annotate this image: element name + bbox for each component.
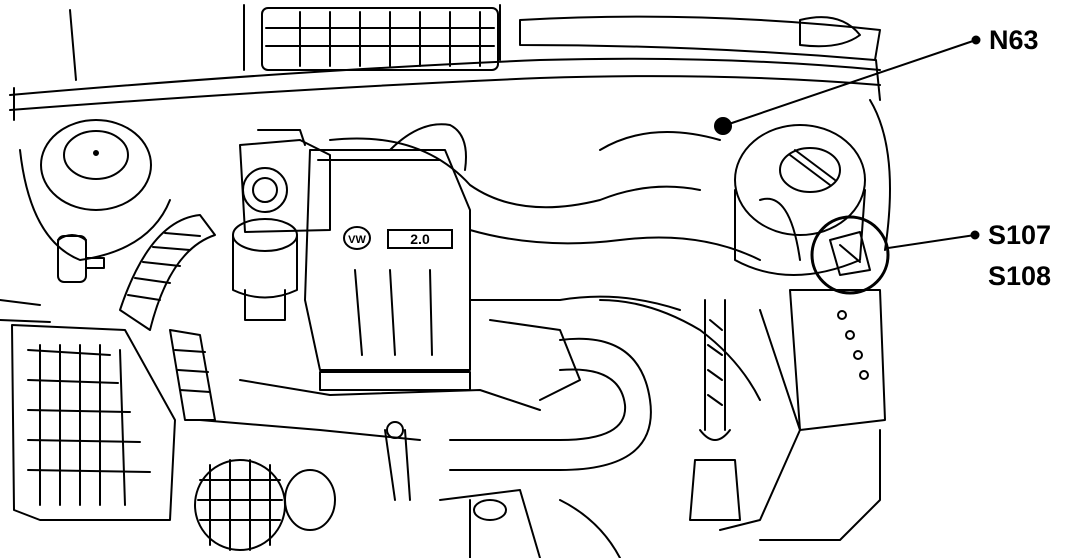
throttle-body bbox=[239, 129, 331, 233]
oil-filler-cap bbox=[232, 218, 298, 321]
battery-area bbox=[719, 99, 891, 541]
alternator bbox=[194, 459, 336, 551]
lower-components bbox=[384, 421, 621, 558]
callout-n63: N63 bbox=[989, 25, 1039, 55]
vw-emblem: VW bbox=[343, 226, 371, 250]
callout-s108: S108 bbox=[988, 261, 1052, 291]
s107-s108-leader bbox=[810, 215, 980, 295]
washer-reservoir bbox=[57, 234, 105, 283]
vw-logo-text: VW bbox=[348, 234, 366, 246]
air-filter-housing bbox=[11, 324, 176, 521]
engine-badge: 2.0 bbox=[387, 229, 453, 249]
callout-s107: S107 bbox=[988, 220, 1052, 250]
strut-tower bbox=[19, 119, 171, 261]
cowl-panel bbox=[0, 4, 881, 323]
coolant-hose bbox=[449, 337, 652, 471]
vertical-hoses bbox=[689, 299, 741, 521]
intake-grille bbox=[261, 7, 499, 71]
expansion-tank bbox=[734, 124, 866, 276]
intake-hose bbox=[119, 214, 216, 421]
n63-leader bbox=[714, 35, 981, 135]
engine-badge-text: 2.0 bbox=[410, 231, 430, 247]
wiring-harness bbox=[199, 123, 801, 441]
engine-cover bbox=[304, 149, 471, 391]
